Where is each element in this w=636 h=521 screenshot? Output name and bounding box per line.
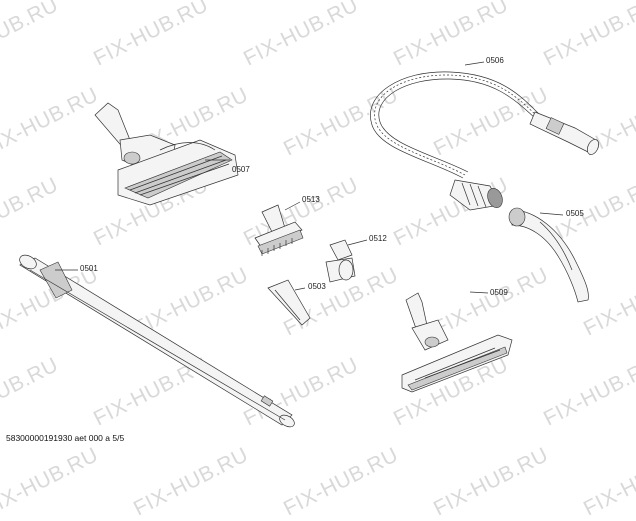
part-label-0506: 0506 bbox=[486, 56, 504, 65]
handle-part-0505[interactable] bbox=[508, 207, 589, 303]
leader-lines bbox=[55, 61, 564, 294]
part-label-0505: 0505 bbox=[566, 209, 584, 218]
tube-part-0501[interactable] bbox=[17, 252, 296, 429]
watermark-text: FIX-HUB.RU bbox=[430, 443, 552, 521]
floor-tool-part-0509[interactable] bbox=[401, 292, 513, 393]
floor-nozzle-part-0507[interactable] bbox=[94, 102, 239, 206]
watermark-text: FIX-HUB.RU bbox=[280, 443, 402, 521]
watermark-text: FIX-HUB.RU bbox=[580, 443, 636, 521]
part-label-0501: 0501 bbox=[80, 264, 98, 273]
brush-part-0513[interactable] bbox=[254, 204, 304, 256]
part-label-0503: 0503 bbox=[308, 282, 326, 291]
hose-part-0506[interactable] bbox=[370, 71, 601, 211]
diagram-canvas: 0506 0507 0513 0512 0505 0501 0503 0509 bbox=[17, 56, 601, 429]
watermark-text: FIX-HUB.RU bbox=[130, 443, 252, 521]
part-label-0509: 0509 bbox=[490, 288, 508, 297]
part-label-0512: 0512 bbox=[369, 234, 387, 243]
watermark-text: FIX-HUB.RU bbox=[0, 443, 102, 521]
part-label-0513: 0513 bbox=[302, 195, 320, 204]
clip-part-0512[interactable] bbox=[325, 239, 356, 283]
part-label-0507: 0507 bbox=[232, 165, 250, 174]
footer-document-code: 58300000191930 aet 000 a 5/5 bbox=[6, 433, 125, 443]
crevice-tool-part-0503[interactable] bbox=[267, 279, 311, 326]
